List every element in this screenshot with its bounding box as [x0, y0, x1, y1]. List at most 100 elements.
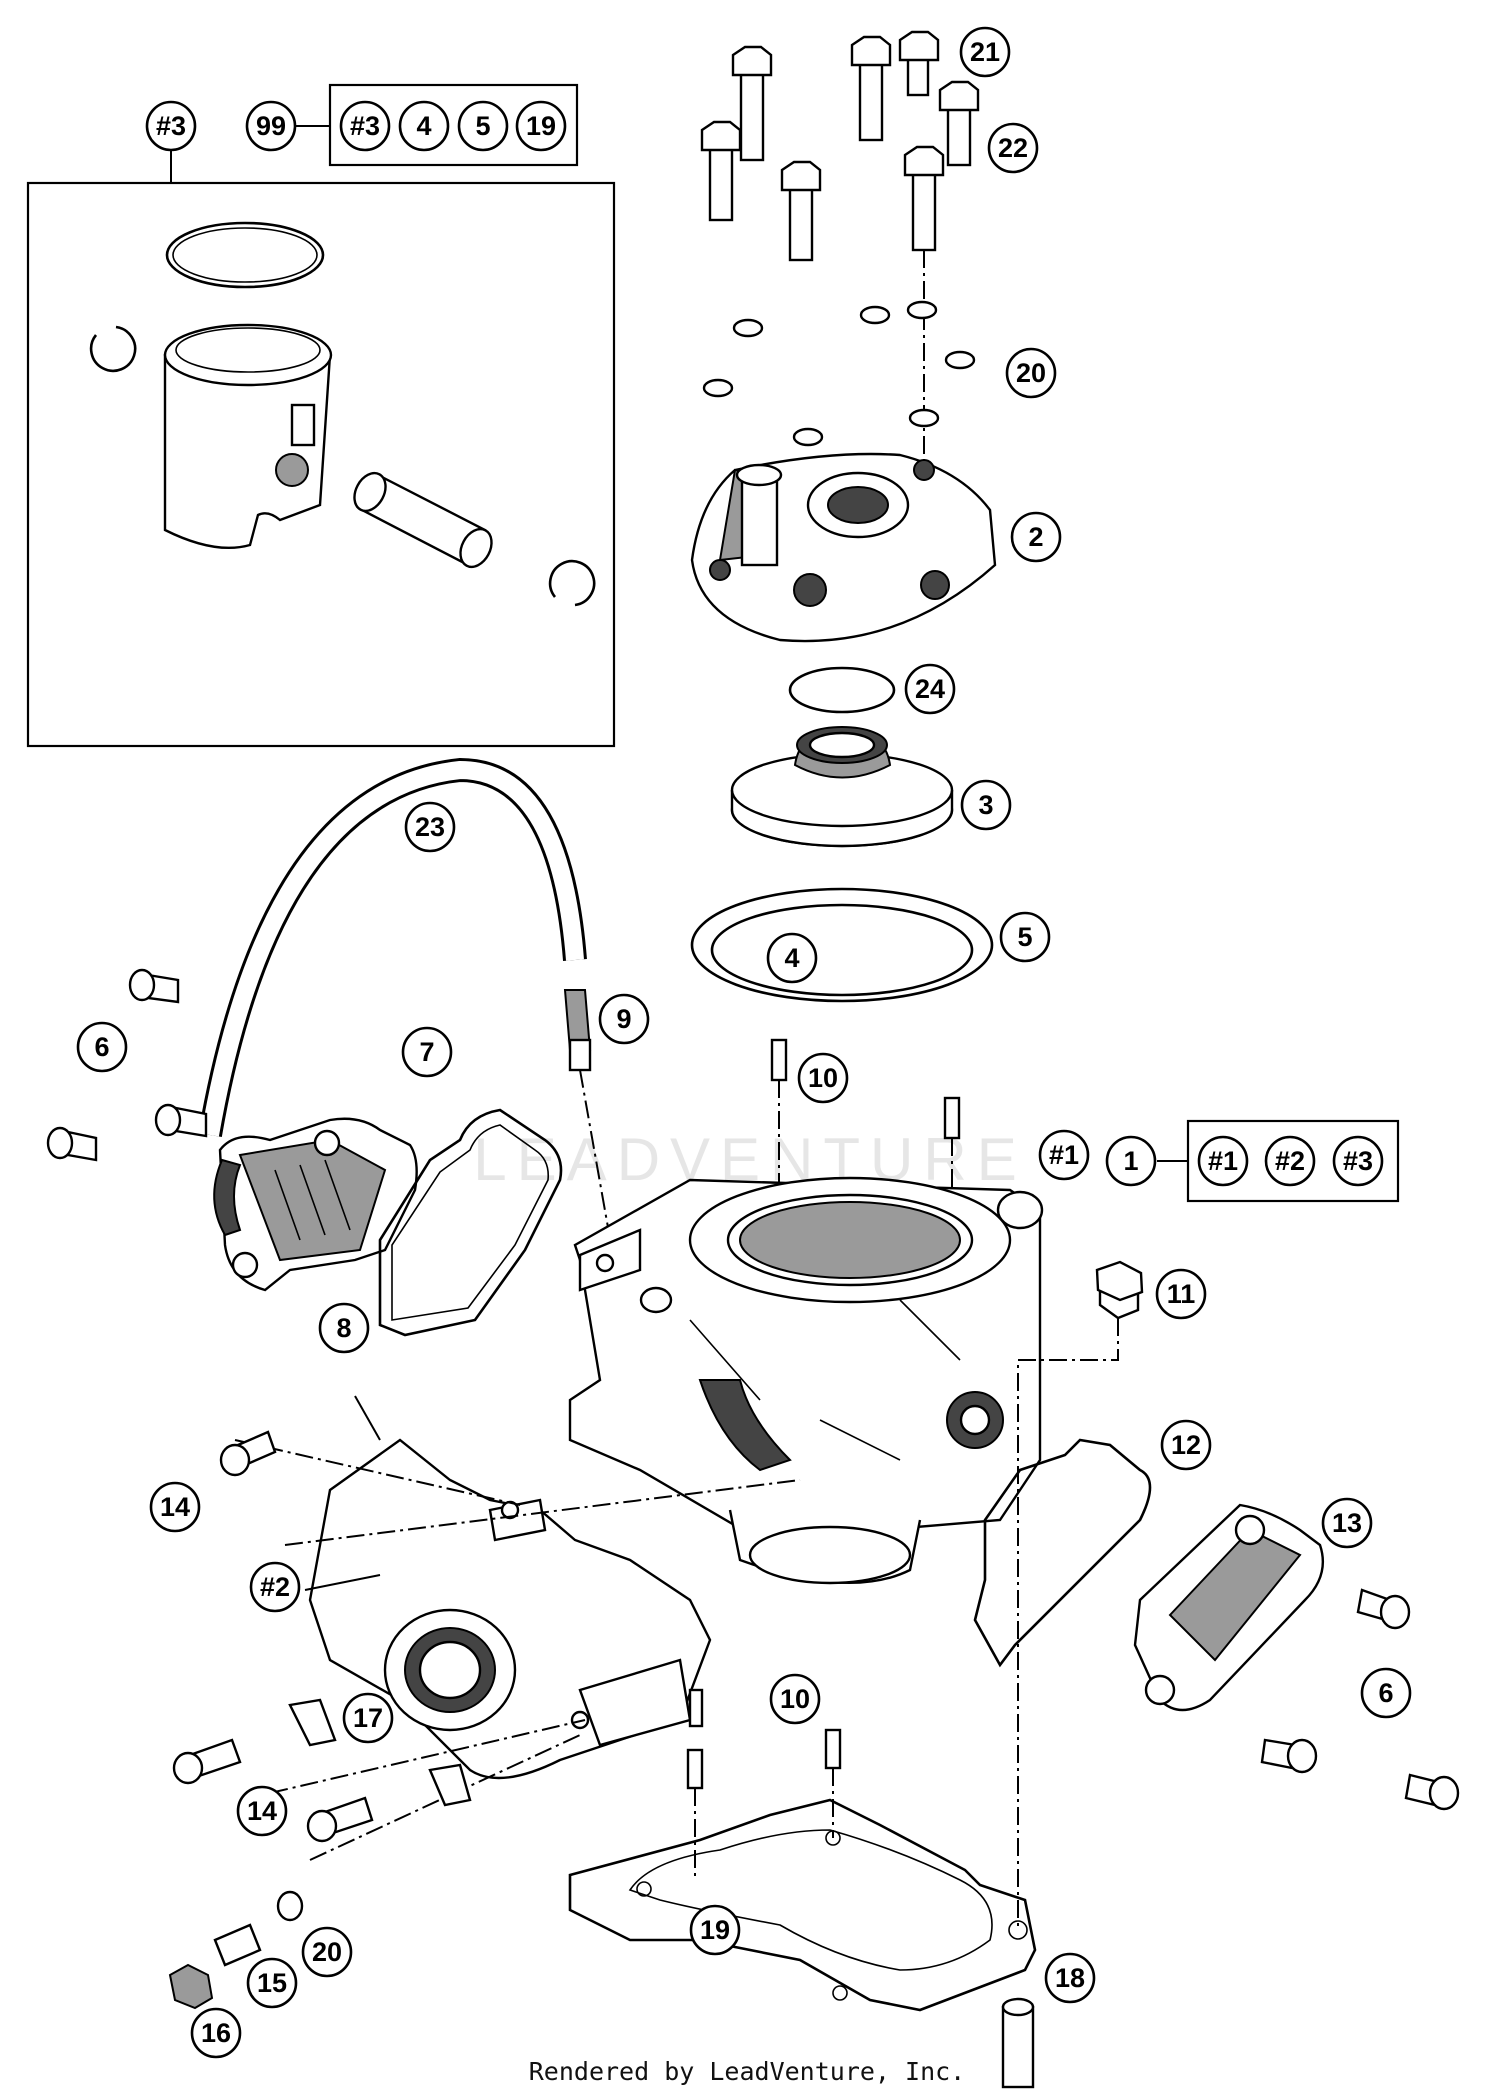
svg-text:#2: #2 — [1275, 1146, 1305, 1176]
svg-text:13: 13 — [1332, 1508, 1362, 1538]
callout-kit1-3-hash: #3 — [1332, 1135, 1384, 1187]
svg-text:4: 4 — [416, 111, 431, 141]
svg-text:99: 99 — [256, 111, 286, 141]
svg-text:#3: #3 — [350, 111, 380, 141]
svg-text:5: 5 — [1017, 922, 1032, 952]
svg-text:#1: #1 — [1049, 1140, 1079, 1170]
fitting-9 — [563, 989, 592, 1072]
head-insert-3 — [730, 726, 954, 848]
washer-20-lower — [276, 1890, 304, 1922]
svg-text:1: 1 — [1123, 1146, 1138, 1176]
svg-text:11: 11 — [1167, 1279, 1196, 1309]
svg-text:6: 6 — [1378, 1678, 1393, 1708]
callout-8: 8 — [318, 1302, 370, 1354]
callout-12: 12 — [1160, 1419, 1212, 1471]
svg-text:10: 10 — [808, 1063, 838, 1093]
svg-text:4: 4 — [784, 943, 799, 973]
callout-18: 18 — [1044, 1952, 1096, 2004]
callout-22: 22 — [987, 122, 1039, 174]
svg-text:#3: #3 — [1343, 1146, 1373, 1176]
dowel-18 — [1001, 1997, 1035, 2089]
piston-ring — [165, 221, 325, 289]
callout-2-hash: #2 — [249, 1561, 301, 1613]
callout-14-lower: 14 — [236, 1785, 288, 1837]
callout-9: 9 — [598, 993, 650, 1045]
cylinder-1 — [568, 1176, 1044, 1585]
cover-7 — [213, 1117, 418, 1292]
svg-text:21: 21 — [970, 37, 1000, 67]
nut-16 — [168, 1963, 214, 2010]
stud-15 — [213, 1923, 262, 1967]
svg-text:2: 2 — [1028, 522, 1043, 552]
callout-kit1-2-hash: #2 — [1264, 1135, 1316, 1187]
svg-text:16: 16 — [201, 2018, 231, 2048]
svg-text:12: 12 — [1171, 1430, 1201, 1460]
o-ring-4 — [710, 903, 974, 997]
clips-17 — [288, 1698, 472, 1807]
screws-14 — [172, 1430, 374, 1843]
head-screws — [700, 30, 980, 262]
callout-17: 17 — [342, 1692, 394, 1744]
callout-7: 7 — [401, 1026, 453, 1078]
svg-text:20: 20 — [312, 1937, 342, 1967]
gasket-8 — [378, 1108, 563, 1337]
svg-text:14: 14 — [160, 1492, 190, 1522]
callout-10-lower: 10 — [769, 1673, 821, 1725]
piston-pin — [353, 471, 493, 569]
kit-99-group — [295, 83, 579, 167]
callout-20-lower: 20 — [301, 1926, 353, 1978]
callout-24: 24 — [904, 663, 956, 715]
callout-1-hash: #1 — [1038, 1129, 1090, 1181]
o-ring-24 — [788, 666, 896, 714]
svg-text:15: 15 — [257, 1968, 287, 1998]
callout-13: 13 — [1321, 1497, 1373, 1549]
callout-11: 11 — [1155, 1268, 1207, 1320]
svg-text:19: 19 — [700, 1915, 730, 1945]
callout-kit99-4: 4 — [398, 100, 450, 152]
callout-14-upper: 14 — [149, 1481, 201, 1533]
nut-11 — [1095, 1260, 1144, 1320]
callout-99: 99 — [245, 100, 297, 152]
svg-text:14: 14 — [247, 1796, 277, 1826]
footer-credit: Rendered by LeadVenture, Inc. — [529, 2057, 966, 2086]
svg-text:#3: #3 — [156, 111, 186, 141]
piston-kit-box — [26, 150, 616, 748]
screws-6-right — [1260, 1588, 1460, 1811]
svg-text:5: 5 — [475, 111, 490, 141]
base-gasket-19 — [568, 1798, 1037, 2012]
piston — [163, 323, 333, 550]
callout-3: 3 — [960, 779, 1012, 831]
svg-text:20: 20 — [1016, 358, 1046, 388]
callout-16: 16 — [190, 2007, 242, 2059]
callout-19: 19 — [689, 1904, 741, 1956]
callout-kit1-1-hash: #1 — [1197, 1135, 1249, 1187]
callout-20-upper: 20 — [1005, 347, 1057, 399]
dowels-10-upper — [770, 1038, 961, 1140]
svg-text:#1: #1 — [1208, 1146, 1238, 1176]
dowels-10-lower — [686, 1728, 842, 1790]
callout-5: 5 — [999, 911, 1051, 963]
svg-text:24: 24 — [915, 674, 945, 704]
circlip-left — [89, 325, 137, 373]
callout-kit99-3-hash: #3 — [339, 100, 391, 152]
gasket-12 — [973, 1438, 1152, 1668]
svg-text:9: 9 — [616, 1004, 631, 1034]
svg-text:3: 3 — [978, 790, 993, 820]
svg-text:8: 8 — [336, 1313, 351, 1343]
kit-1-group — [1157, 1119, 1400, 1203]
callout-3-hash: #3 — [145, 100, 197, 152]
callout-4: 4 — [766, 932, 818, 984]
callout-6-left: 6 — [76, 1021, 128, 1073]
svg-text:22: 22 — [998, 133, 1028, 163]
callout-kit99-5: 5 — [457, 100, 509, 152]
svg-text:17: 17 — [353, 1703, 383, 1733]
svg-text:19: 19 — [526, 111, 556, 141]
circlip-right — [548, 559, 596, 607]
cylinder-head — [690, 452, 997, 643]
exhaust-flange-2 — [308, 1438, 712, 1780]
callout-2: 2 — [1010, 511, 1062, 563]
svg-text:10: 10 — [780, 1684, 810, 1714]
callout-23: 23 — [404, 801, 456, 853]
svg-text:6: 6 — [94, 1032, 109, 1062]
